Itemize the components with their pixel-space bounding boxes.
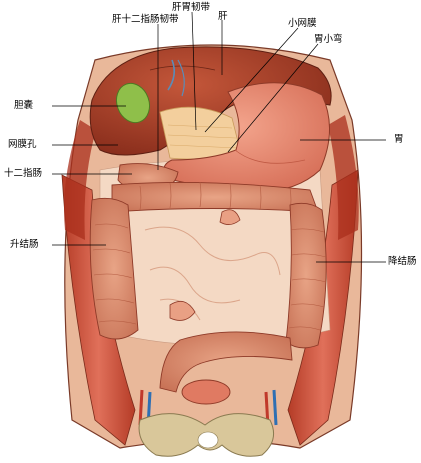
label-lesser-omentum: 小网膜 xyxy=(288,18,317,29)
label-ascending-colon: 升结肠 xyxy=(10,239,39,250)
label-hepatoduodenal-ligament: 肝十二指肠韧带 xyxy=(112,14,179,25)
label-descending-colon: 降结肠 xyxy=(388,256,417,267)
descending-colon-haustra xyxy=(288,228,327,331)
label-gallbladder: 胆囊 xyxy=(14,100,34,111)
label-liver: 肝 xyxy=(218,11,228,22)
pelvis-bone xyxy=(138,413,275,457)
label-epiploic-foramen: 网膜孔 xyxy=(8,139,37,150)
rectum-stump xyxy=(181,379,231,405)
label-hepatogastric-ligament: 肝胃韧带 xyxy=(172,2,211,13)
omentum-hatching xyxy=(167,124,239,149)
label-lesser-curvature: 胃小弯 xyxy=(314,34,343,45)
label-duodenum: 十二指肠 xyxy=(4,168,43,179)
ileum-stump xyxy=(169,300,196,321)
sigmoid-colon-organ xyxy=(159,331,293,393)
label-stomach: 胃 xyxy=(394,134,404,145)
ascending-colon-organ xyxy=(89,197,139,340)
leader-lines xyxy=(52,11,386,263)
descending-colon-organ xyxy=(285,202,327,349)
ascending-colon-haustra xyxy=(92,223,137,325)
liver-organ xyxy=(89,46,332,156)
jejunum-stump xyxy=(219,209,241,225)
gallbladder-organ xyxy=(115,82,151,124)
